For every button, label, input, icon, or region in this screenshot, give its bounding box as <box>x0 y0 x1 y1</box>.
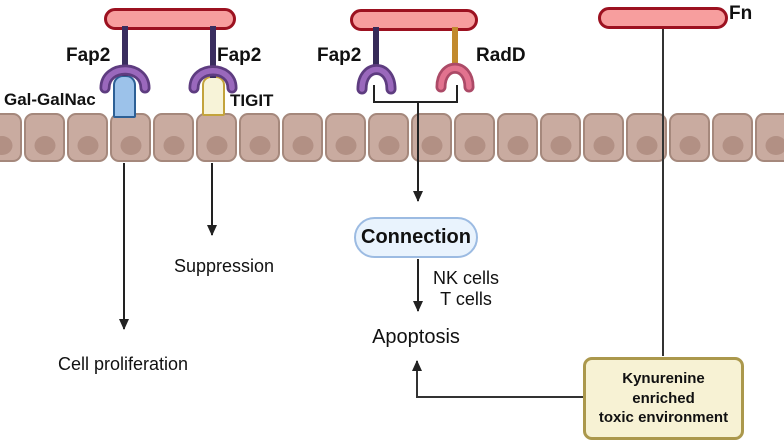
epithelial-cell <box>325 113 366 162</box>
cell-nucleus <box>679 136 700 155</box>
fusobacterium-capsule-fn <box>598 7 728 29</box>
cell-nucleus <box>335 136 356 155</box>
apoptosis-label: Apoptosis <box>372 326 460 348</box>
cell-nucleus <box>34 136 55 155</box>
fn-label: Fn <box>729 3 753 24</box>
cell-nucleus <box>120 136 141 155</box>
radd-label: RadD <box>476 45 526 66</box>
bracket-fap2-radd <box>373 85 458 103</box>
nk-t-cells-label: NK cells T cells <box>420 268 512 310</box>
epithelial-cell <box>153 113 194 162</box>
cell-nucleus <box>249 136 270 155</box>
fap2-horseshoe-outline <box>356 64 397 95</box>
arrow-kynurenine-to-apoptosis <box>412 360 583 398</box>
kynurenine-line-1: Kynurenine <box>622 370 705 388</box>
fusobacterium-capsule-left <box>104 8 236 30</box>
epithelial-cell <box>24 113 65 162</box>
cell-nucleus <box>550 136 571 155</box>
epithelial-cell <box>540 113 581 162</box>
suppression-label: Suppression <box>173 256 275 276</box>
epithelial-cell <box>626 113 667 162</box>
cell-nucleus <box>421 136 442 155</box>
gal-galnac-receptor-icon <box>113 75 136 118</box>
fap2-label-right: Fap2 <box>217 45 262 66</box>
epithelial-cell <box>755 113 784 162</box>
cell-nucleus <box>206 136 227 155</box>
cell-nucleus <box>464 136 485 155</box>
tigit-label: TIGIT <box>230 91 274 110</box>
fap2-horseshoe <box>359 66 394 92</box>
cell-nucleus <box>722 136 743 155</box>
t-cells-label: T cells <box>440 289 492 309</box>
cell-nucleus <box>507 136 528 155</box>
epithelial-cell <box>712 113 753 162</box>
epithelial-cell <box>196 113 237 162</box>
epithelial-cell <box>110 113 151 162</box>
cell-nucleus <box>0 136 12 155</box>
cell-proliferation-label: Cell proliferation <box>57 354 189 374</box>
epithelial-cell <box>67 113 108 162</box>
connection-node: Connection <box>354 217 478 258</box>
radd-horseshoe-outline <box>435 62 475 93</box>
kynurenine-line-3: toxic environment <box>598 409 729 427</box>
cell-nucleus <box>593 136 614 155</box>
fap2-label-middle: Fap2 <box>317 45 362 66</box>
cell-nucleus <box>378 136 399 155</box>
epithelial-cell <box>497 113 538 162</box>
epithelial-cell <box>368 113 409 162</box>
tigit-receptor-icon <box>202 76 225 116</box>
fusobacterium-capsule-middle <box>350 9 478 31</box>
kynurenine-box: Kynurenine enriched toxic environment <box>583 357 744 440</box>
cell-nucleus <box>636 136 657 155</box>
kynurenine-line-2: enriched <box>632 389 695 407</box>
cell-nucleus <box>163 136 184 155</box>
epithelial-cell <box>282 113 323 162</box>
epithelial-cell <box>669 113 710 162</box>
nk-cells-label: NK cells <box>432 268 499 288</box>
radd-horseshoe <box>438 65 472 90</box>
epithelial-cell <box>239 113 280 162</box>
cell-nucleus <box>765 136 784 155</box>
epithelial-cell <box>454 113 495 162</box>
epithelial-cell <box>411 113 452 162</box>
cell-nucleus <box>292 136 313 155</box>
epithelial-cell <box>0 113 22 162</box>
connection-label: Connection <box>361 226 471 248</box>
epithelial-cell <box>583 113 624 162</box>
fap2-label-left: Fap2 <box>66 45 111 66</box>
epithelial-cell-layer <box>0 113 784 162</box>
cell-nucleus <box>77 136 98 155</box>
gal-galnac-label: Gal-GalNac <box>4 90 96 109</box>
